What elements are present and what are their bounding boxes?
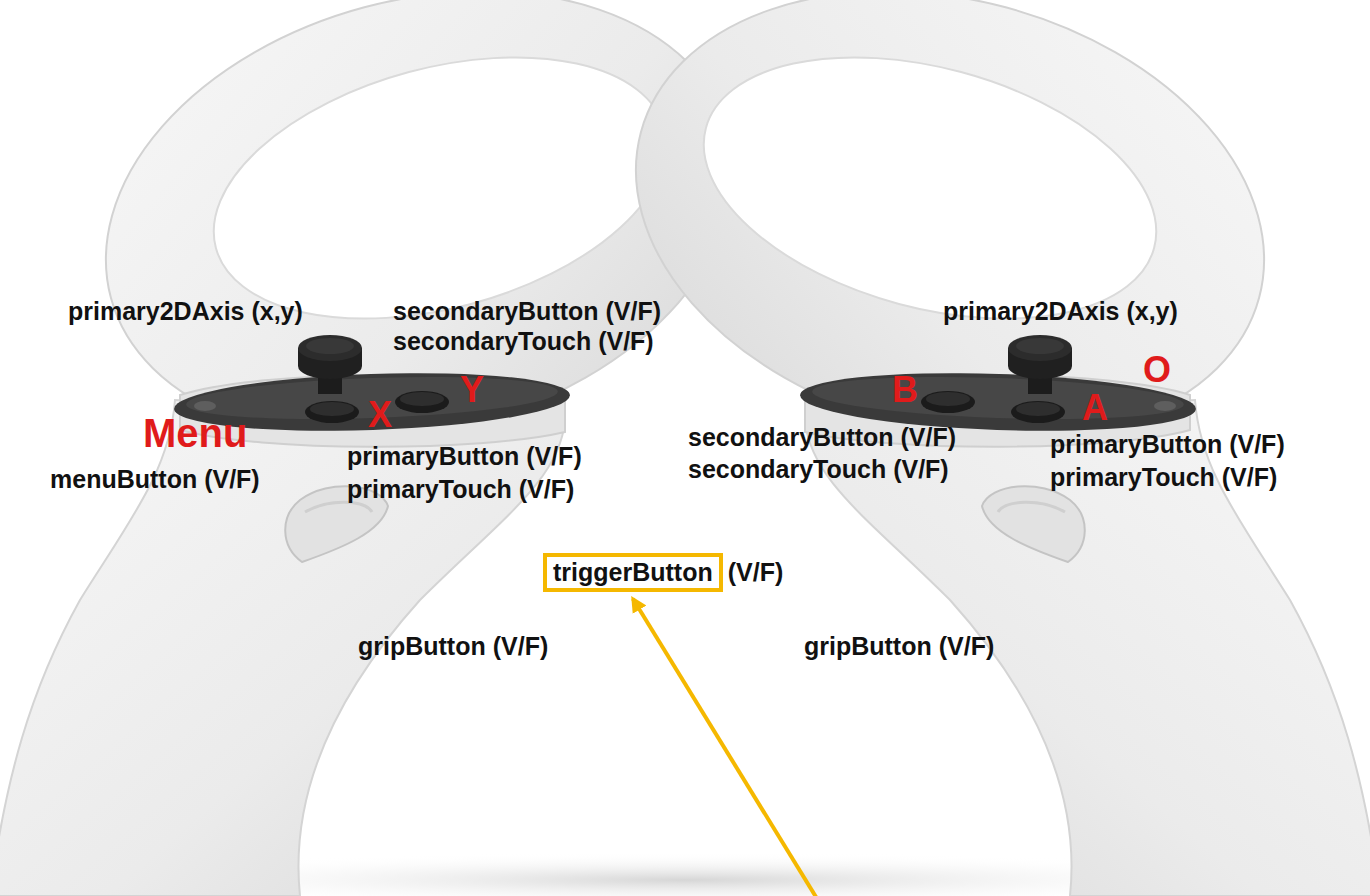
button-letter: B — [892, 372, 918, 408]
input-label: primaryButton (V/F) — [1050, 430, 1285, 459]
leader-arrow — [633, 599, 818, 896]
input-label: secondaryTouch (V/F) — [688, 455, 949, 484]
input-label: gripButton (V/F) — [804, 632, 994, 661]
button-letter: Menu — [143, 413, 247, 453]
input-label: menuButton (V/F) — [50, 465, 260, 494]
input-label: (V/F) — [728, 558, 784, 587]
highlight-box: triggerButton — [543, 553, 723, 592]
input-label: primaryTouch (V/F) — [347, 475, 574, 504]
right-controller — [585, 0, 1370, 896]
input-label: secondaryButton (V/F) — [393, 297, 661, 326]
input-label: primary2DAxis (x,y) — [68, 297, 303, 326]
button-letter: A — [1082, 390, 1108, 426]
input-label: primary2DAxis (x,y) — [943, 297, 1178, 326]
input-label: secondaryTouch (V/F) — [393, 327, 654, 356]
input-label: primaryButton (V/F) — [347, 442, 582, 471]
input-label: primaryTouch (V/F) — [1050, 463, 1277, 492]
button-letter: O — [1143, 352, 1171, 388]
input-label: gripButton (V/F) — [358, 632, 548, 661]
input-label: secondaryButton (V/F) — [688, 423, 956, 452]
button-name: triggerButton — [553, 558, 713, 586]
button-letter: Y — [460, 372, 484, 408]
button-letter: X — [368, 397, 392, 433]
